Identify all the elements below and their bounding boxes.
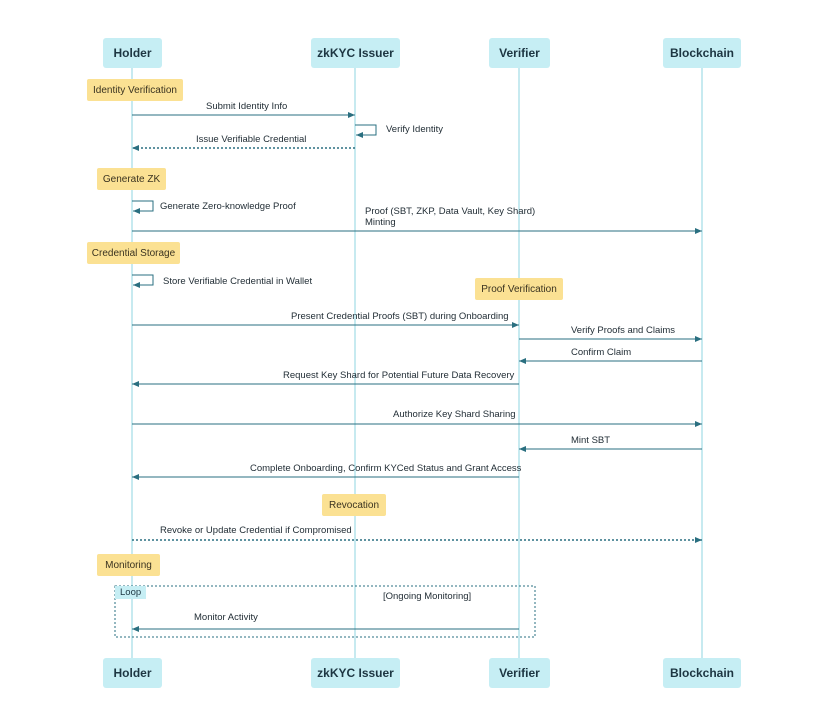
label-mint-sbt: Mint SBT xyxy=(571,435,611,446)
label-monitor-activity: Monitor Activity xyxy=(194,612,258,623)
loop-frame xyxy=(114,585,536,638)
note-monitoring: Monitoring xyxy=(97,554,160,576)
label-complete-onboarding: Complete Onboarding, Confirm KYCed Statu… xyxy=(250,463,522,474)
label-present-proofs: Present Credential Proofs (SBT) during O… xyxy=(291,311,509,322)
participant-holder-top: Holder xyxy=(103,38,162,68)
participant-blockchain-bottom: Blockchain xyxy=(663,658,741,688)
note-identity-verification: Identity Verification xyxy=(87,79,183,101)
arrow-verify-identity-self xyxy=(355,124,377,138)
label-proof-minting-2: Minting xyxy=(365,217,396,228)
label-proof-minting-1: Proof (SBT, ZKP, Data Vault, Key Shard) xyxy=(365,206,536,217)
participant-verifier-top: Verifier xyxy=(489,38,550,68)
participant-issuer-top: zkKYC Issuer xyxy=(311,38,400,68)
label-confirm-claim: Confirm Claim xyxy=(571,347,632,358)
note-proof-verification: Proof Verification xyxy=(475,278,563,300)
label-issue-credential: Issue Verifiable Credential xyxy=(196,134,307,145)
label-store-credential: Store Verifiable Credential in Wallet xyxy=(163,276,313,287)
arrow-store-credential-self xyxy=(132,274,154,288)
loop-condition: [Ongoing Monitoring] xyxy=(383,591,472,602)
arrow-generate-proof-self xyxy=(132,200,154,214)
participant-blockchain-top: Blockchain xyxy=(663,38,741,68)
note-revocation: Revocation xyxy=(322,494,386,516)
label-generate-proof: Generate Zero-knowledge Proof xyxy=(160,201,296,212)
participant-issuer-bottom: zkKYC Issuer xyxy=(311,658,400,688)
participant-verifier-bottom: Verifier xyxy=(489,658,550,688)
label-revoke-update: Revoke or Update Credential if Compromis… xyxy=(160,525,352,536)
label-request-key-shard: Request Key Shard for Potential Future D… xyxy=(283,370,515,381)
loop-tag: Loop xyxy=(115,586,147,599)
label-verify-proofs: Verify Proofs and Claims xyxy=(571,325,676,336)
label-submit-identity: Submit Identity Info xyxy=(206,101,288,112)
label-verify-identity: Verify Identity xyxy=(386,124,444,135)
label-authorize-key-shard: Authorize Key Shard Sharing xyxy=(393,409,516,420)
note-generate-zk: Generate ZK xyxy=(97,168,166,190)
participant-holder-bottom: Holder xyxy=(103,658,162,688)
note-credential-storage: Credential Storage xyxy=(87,242,180,264)
